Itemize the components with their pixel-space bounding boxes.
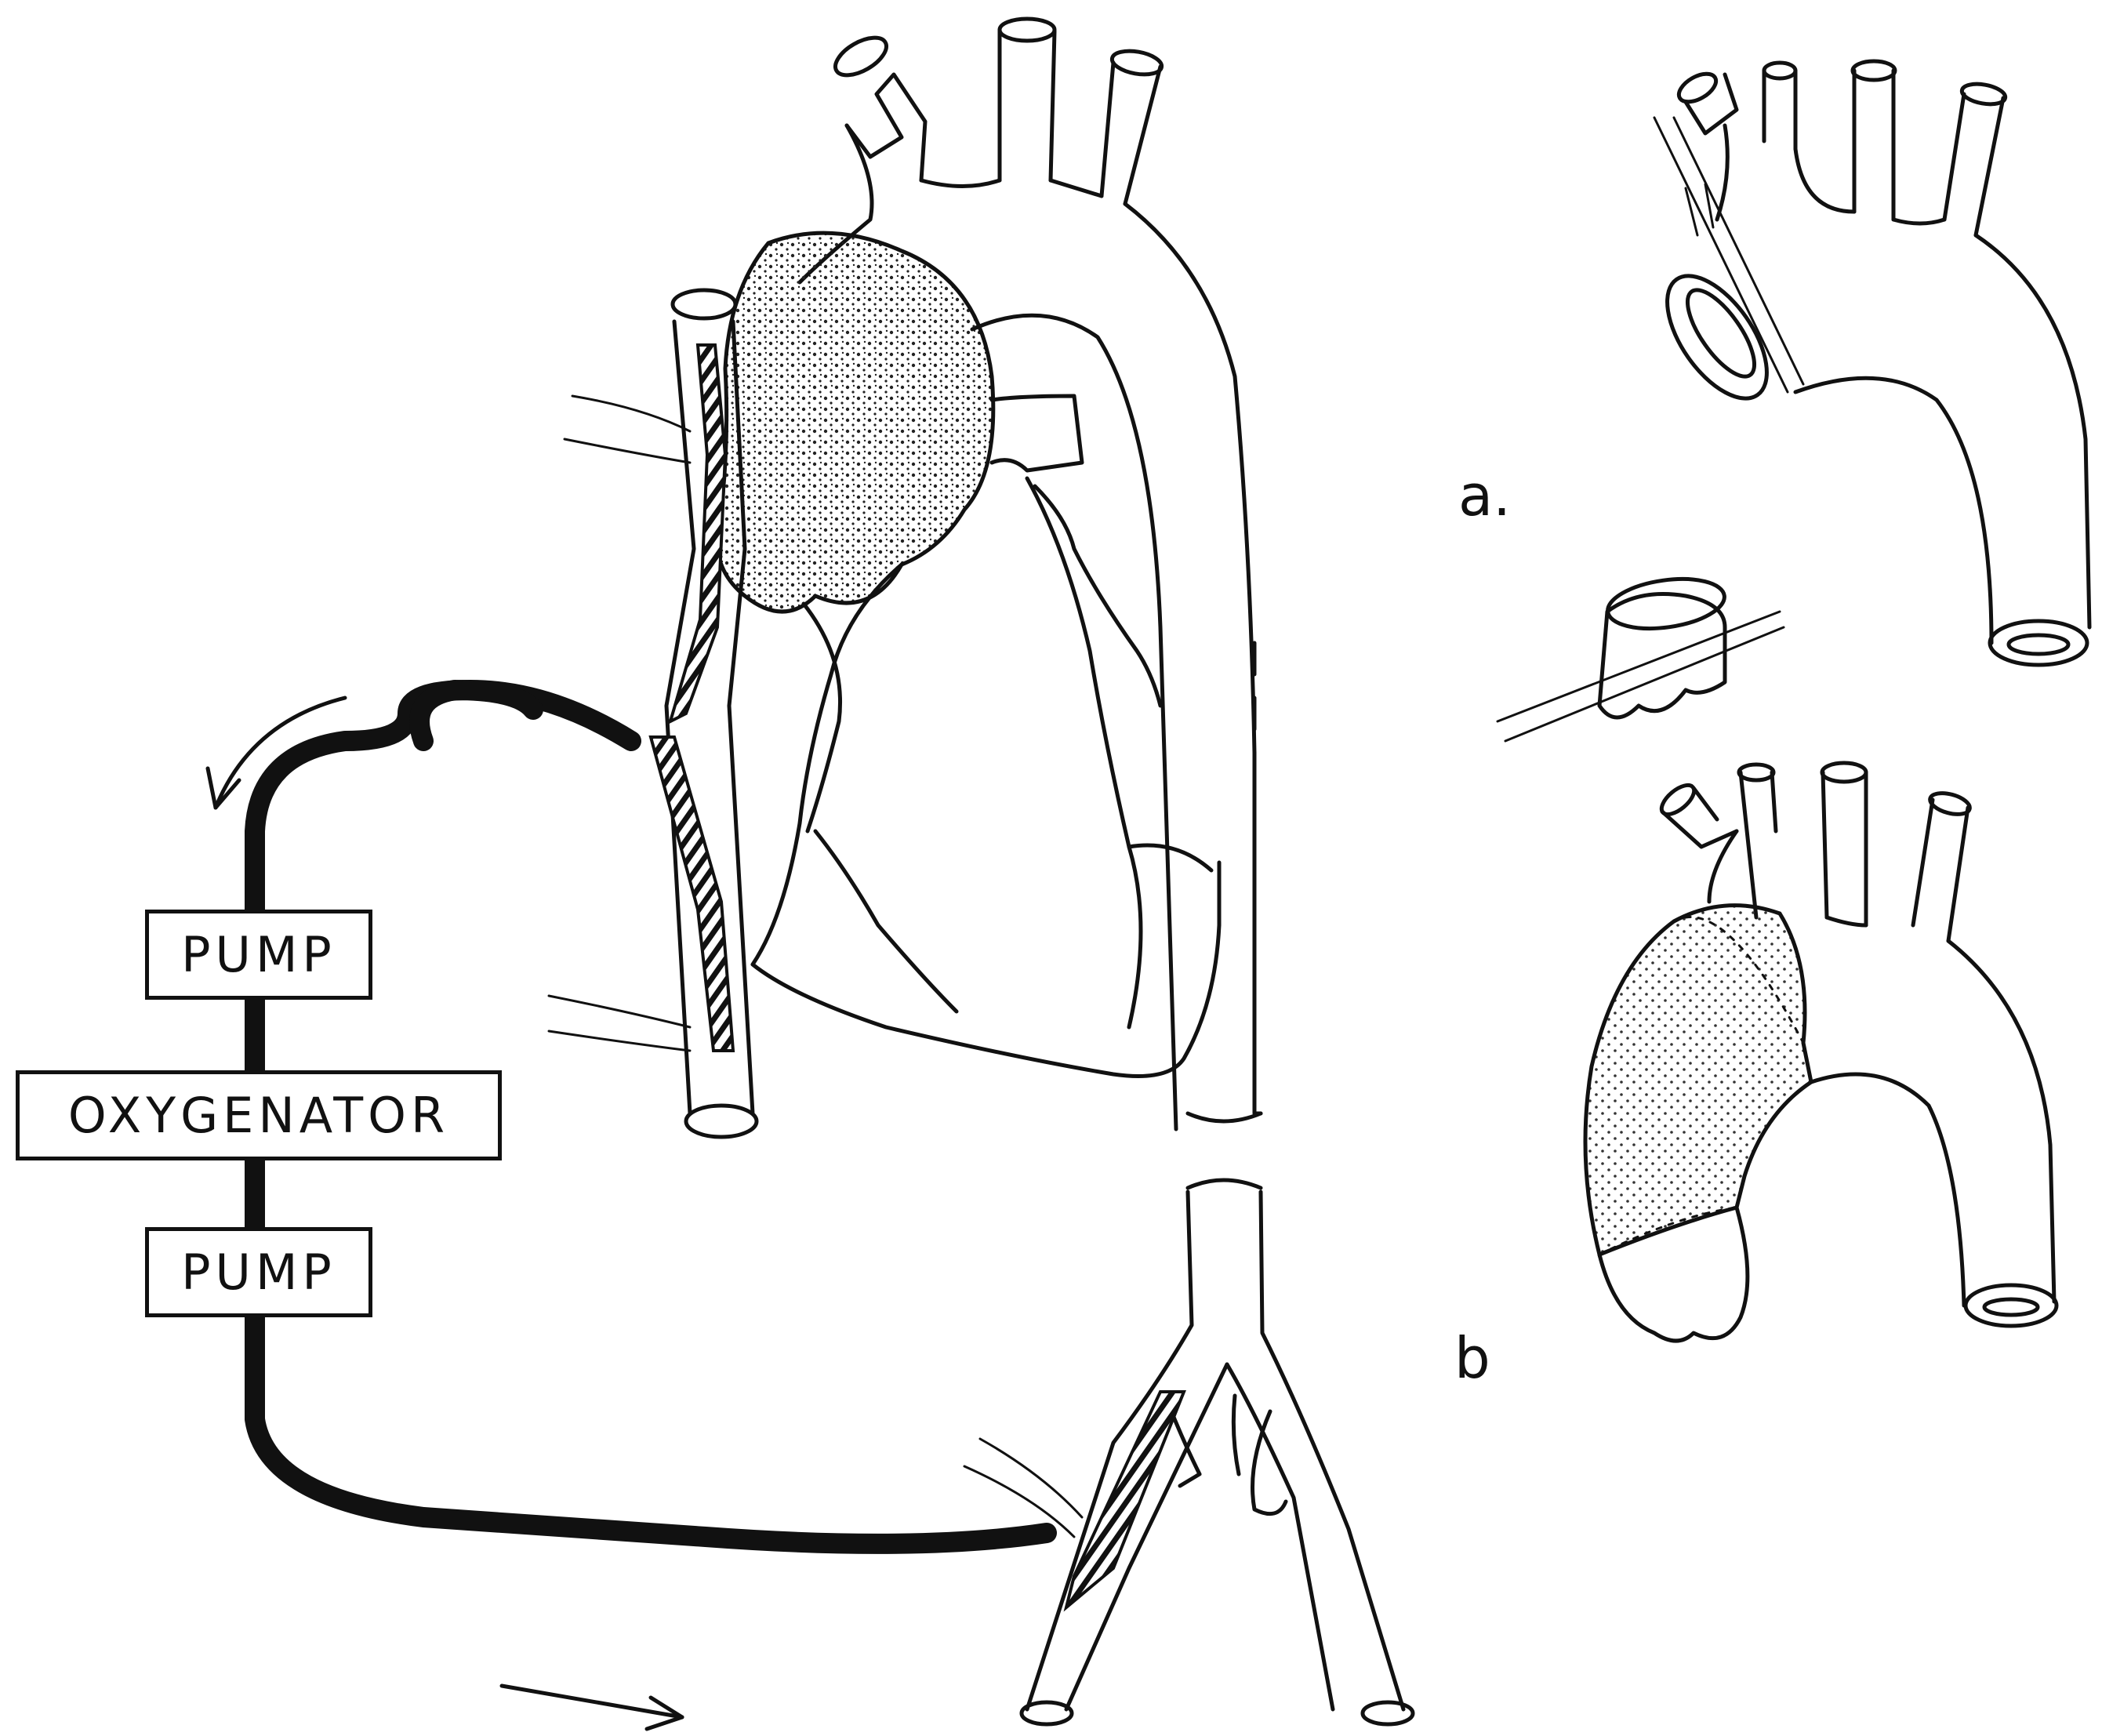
- panel-a-branch-4-opening: [1960, 81, 2006, 107]
- panel-a-proximal-stump: [1648, 259, 1787, 415]
- panel-b-label: b: [1454, 1325, 1490, 1391]
- tubing-loop: [419, 690, 533, 741]
- panel-a-branch-3: [1854, 71, 1893, 220]
- heart-outline: [753, 565, 1219, 1077]
- panel-a-proximal-stump-inner: [1675, 280, 1766, 386]
- left-femoral-opening: [1022, 1702, 1072, 1724]
- panel-a-distal-lumen: [2009, 635, 2068, 654]
- panel-a-branch-4: [1944, 94, 2003, 235]
- brachiocephalic-branch-opening: [830, 30, 892, 82]
- panel-b-branch-4: [1913, 800, 1968, 941]
- arch-top-wall: [921, 180, 1102, 196]
- abdominal-aorta-left: [1027, 1192, 1192, 1709]
- aneurysm-stippled: [717, 233, 993, 612]
- ivc-snare-tape: [549, 996, 690, 1051]
- pump-bottom-label: PUMP: [145, 1227, 372, 1317]
- ivc-opening: [686, 1106, 757, 1137]
- svc-opening: [673, 290, 735, 318]
- panel-a-branch-3-opening: [1853, 61, 1895, 80]
- right-femoral-opening: [1363, 1702, 1413, 1724]
- aortic-bifurcation: [964, 1192, 1413, 1724]
- aorta-cut-upper: [1188, 1113, 1261, 1121]
- brachiocephalic-branch: [847, 74, 925, 180]
- aorta-cut-lower: [1188, 1180, 1261, 1188]
- coronary-artery-5: [1035, 486, 1160, 706]
- panel-b-branch-2-opening: [1739, 764, 1773, 780]
- panel-b-branch-2: [1741, 772, 1776, 917]
- ivc-cannula-hatched: [651, 737, 733, 1051]
- oxygenator-label: OXYGENATOR: [16, 1070, 502, 1160]
- internal-iliac-right: [1253, 1411, 1287, 1514]
- iliac-crotch-inner: [1066, 1364, 1227, 1709]
- panel-a-aortic-root: [1599, 594, 1725, 718]
- iliac-crotch: [1227, 1364, 1333, 1709]
- panel-b-branch-3-opening: [1822, 763, 1866, 782]
- coronary-artery-4: [1129, 845, 1211, 870]
- panel-b-distal-lumen: [1984, 1299, 2038, 1315]
- aortic-arch: [800, 19, 1261, 1188]
- panel-a-arch-inner: [1795, 378, 1991, 643]
- panel-b-distal-opening: [1966, 1285, 2057, 1326]
- svc-snare-tape: [565, 396, 690, 463]
- coronary-artery-2: [815, 831, 957, 1011]
- panel-b-graft-dotted: [1585, 906, 1811, 1255]
- descending-aorta-inner: [972, 315, 1176, 1129]
- left-common-carotid-opening: [1000, 19, 1055, 41]
- coronary-artery-3: [1027, 478, 1141, 1027]
- panel-a-branch-2-opening: [1764, 63, 1795, 78]
- panel-b-arch-inner: [1811, 1074, 1964, 1306]
- svc-cannula-hatched: [670, 345, 725, 721]
- panel-b-branch-3: [1823, 772, 1866, 925]
- abdominal-aorta-right: [1261, 1192, 1403, 1709]
- left-subclavian-branch: [1102, 63, 1160, 204]
- pump-top-label: PUMP: [145, 910, 372, 1000]
- panel-a-arch-outline: [1717, 125, 2089, 627]
- descending-aorta-outer: [1125, 204, 1261, 1113]
- left-common-carotid-branch: [1000, 30, 1055, 180]
- panel-a-distal-opening: [1990, 621, 2087, 665]
- panel-b-arch: [1585, 763, 2057, 1341]
- pulmonary-trunk: [992, 396, 1082, 470]
- panel-b-branch-1: [1662, 788, 1737, 847]
- coronary-artery-1: [804, 604, 840, 831]
- left-subclavian-opening: [1110, 48, 1164, 78]
- panel-a-label: a.: [1458, 463, 1511, 528]
- panel-a-branch-1-opening: [1674, 68, 1720, 107]
- femoral-snare-tape: [964, 1439, 1082, 1537]
- panel-a-root-clamp: [1498, 612, 1784, 741]
- panel-a-arch: [1498, 61, 2089, 741]
